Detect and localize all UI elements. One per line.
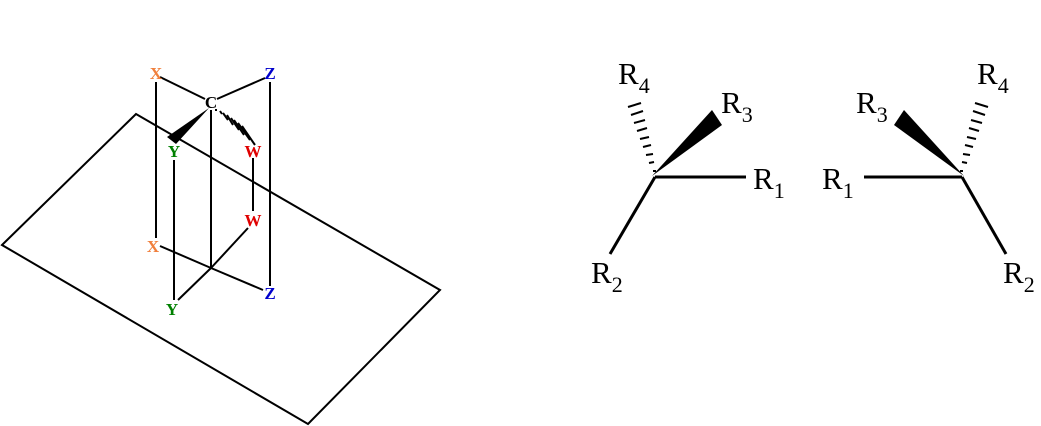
mirror-plane (0, 112, 442, 426)
wedge-bond-r3-mirror (894, 110, 964, 176)
bond-reflected-y-c (177, 267, 212, 301)
bond-reflected-w-c (210, 227, 249, 269)
label-r1: R1 (753, 161, 785, 203)
atom-x-top: X (150, 64, 163, 83)
bond-r2 (608, 176, 657, 255)
label-r3-mirror: R3 (856, 85, 888, 127)
atom-y-top: Y (168, 142, 180, 161)
hash-bond-w (215, 109, 256, 146)
bond-r2-mirror (960, 176, 1008, 255)
bond-reflected-x-c (159, 245, 212, 269)
atom-z-reflected: Z (264, 284, 275, 303)
hash-bond-r4-mirror (960, 102, 989, 172)
label-r4-mirror: R4 (977, 56, 1009, 98)
label-r3: R3 (721, 85, 753, 127)
bond-z-c (216, 77, 266, 100)
mirror-projection: X Z C Y W W X Z Y (0, 64, 442, 426)
atom-w-reflected: W (245, 211, 262, 230)
atom-w-top: W (245, 142, 262, 161)
hash-bond-r4 (627, 102, 656, 172)
label-r2-mirror: R2 (1003, 255, 1035, 297)
atom-c-center: C (205, 93, 217, 112)
label-r4: R4 (618, 56, 650, 98)
atom-y-reflected: Y (166, 300, 178, 319)
enantiomer-right: R3 R4 R1 R2 (822, 56, 1035, 297)
atom-x-reflected: X (147, 237, 160, 256)
wedge-bond-y (167, 108, 209, 144)
bond-x-c (159, 76, 206, 100)
bond-reflected-z-c (210, 267, 264, 291)
label-r2: R2 (591, 255, 623, 297)
enantiomer-left: R4 R3 R1 R2 (591, 56, 785, 297)
wedge-bond-r3 (652, 110, 722, 176)
label-r1-mirror: R1 (822, 161, 854, 203)
atom-z-top: Z (264, 64, 275, 83)
